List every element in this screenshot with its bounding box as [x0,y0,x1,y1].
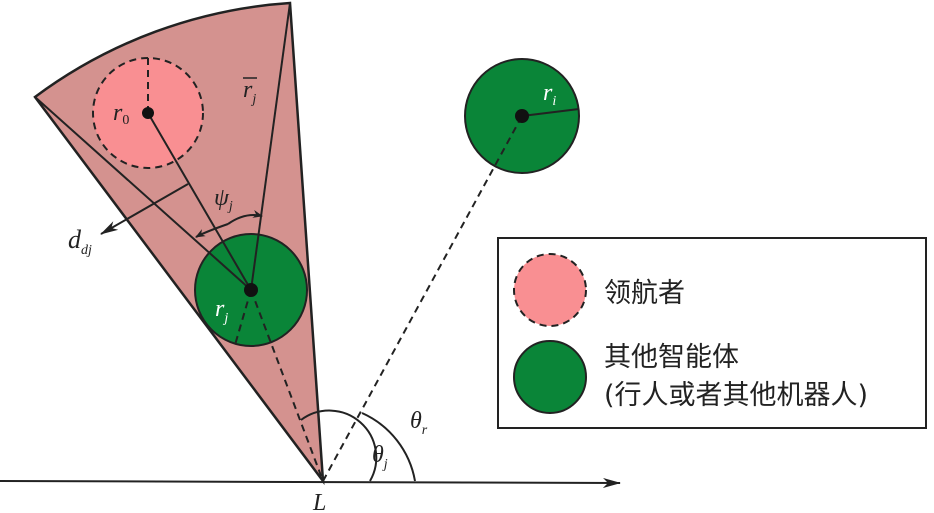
legend-leader-label: 领航者 [604,278,685,309]
theta-r-label: θr [410,408,428,438]
legend-agent-label: 其他智能体 [604,342,739,373]
legend: 领航者 其他智能体 (行人或者其他机器人) [497,237,927,429]
ri-label: ri [543,80,556,109]
psi-label: ψj [214,185,233,214]
rbar-label: rj [243,77,256,107]
origin-label: L [312,490,326,513]
psi-arc [227,210,263,225]
theta-j-arc [300,409,378,482]
theta-r-arc [361,412,416,482]
theta-j-label: θj [372,442,388,472]
r0-label: r0 [113,100,129,128]
x-axis [0,477,621,488]
d-label: ddj [68,225,92,258]
d-arrow [100,183,189,235]
legend-leader-swatch [513,253,587,327]
legend-agent-swatch [513,340,587,414]
rj-label: rj [215,296,228,326]
legend-agent-sublabel: (行人或者其他机器人) [604,380,868,411]
